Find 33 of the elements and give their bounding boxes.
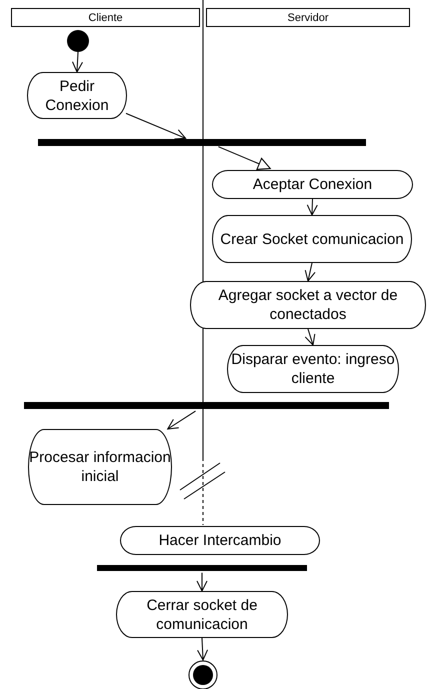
arrow [218,146,271,170]
action-node [212,215,412,263]
arrow [167,410,196,430]
lane-title: Servidor [288,12,328,24]
arrow [197,638,208,660]
end-node [188,660,218,689]
arrow [196,572,208,592]
action-label: Disparar evento: ingreso cliente [230,350,396,388]
sync-bar [38,139,366,146]
arrow [72,52,83,72]
action-label: Aceptar Conexion [252,175,372,194]
action-node [27,72,127,119]
arrow [126,112,186,140]
sync-bar [97,565,307,571]
action-node [120,526,320,555]
action-label: Hacer Intercambio [158,531,282,550]
sync-bar [24,402,389,409]
action-label: Cerrar socket de comunicacion [146,596,258,634]
lane-title: Cliente [88,12,123,24]
action-node [190,281,426,329]
action-node [28,429,172,505]
action-node [212,170,413,199]
swimlane-header [11,8,200,27]
action-label: Crear Socket comunicacion [220,230,404,248]
arrow [304,262,316,282]
swimlane-header [206,8,410,27]
start-node [67,30,89,52]
arrow [306,198,318,216]
arrow [304,328,316,346]
action-label: Pedir Conexion [44,76,110,114]
action-label: Agregar socket a vector de conectados [217,286,399,324]
action-node [116,591,288,638]
action-label: Procesar informacion inicial [29,448,171,486]
